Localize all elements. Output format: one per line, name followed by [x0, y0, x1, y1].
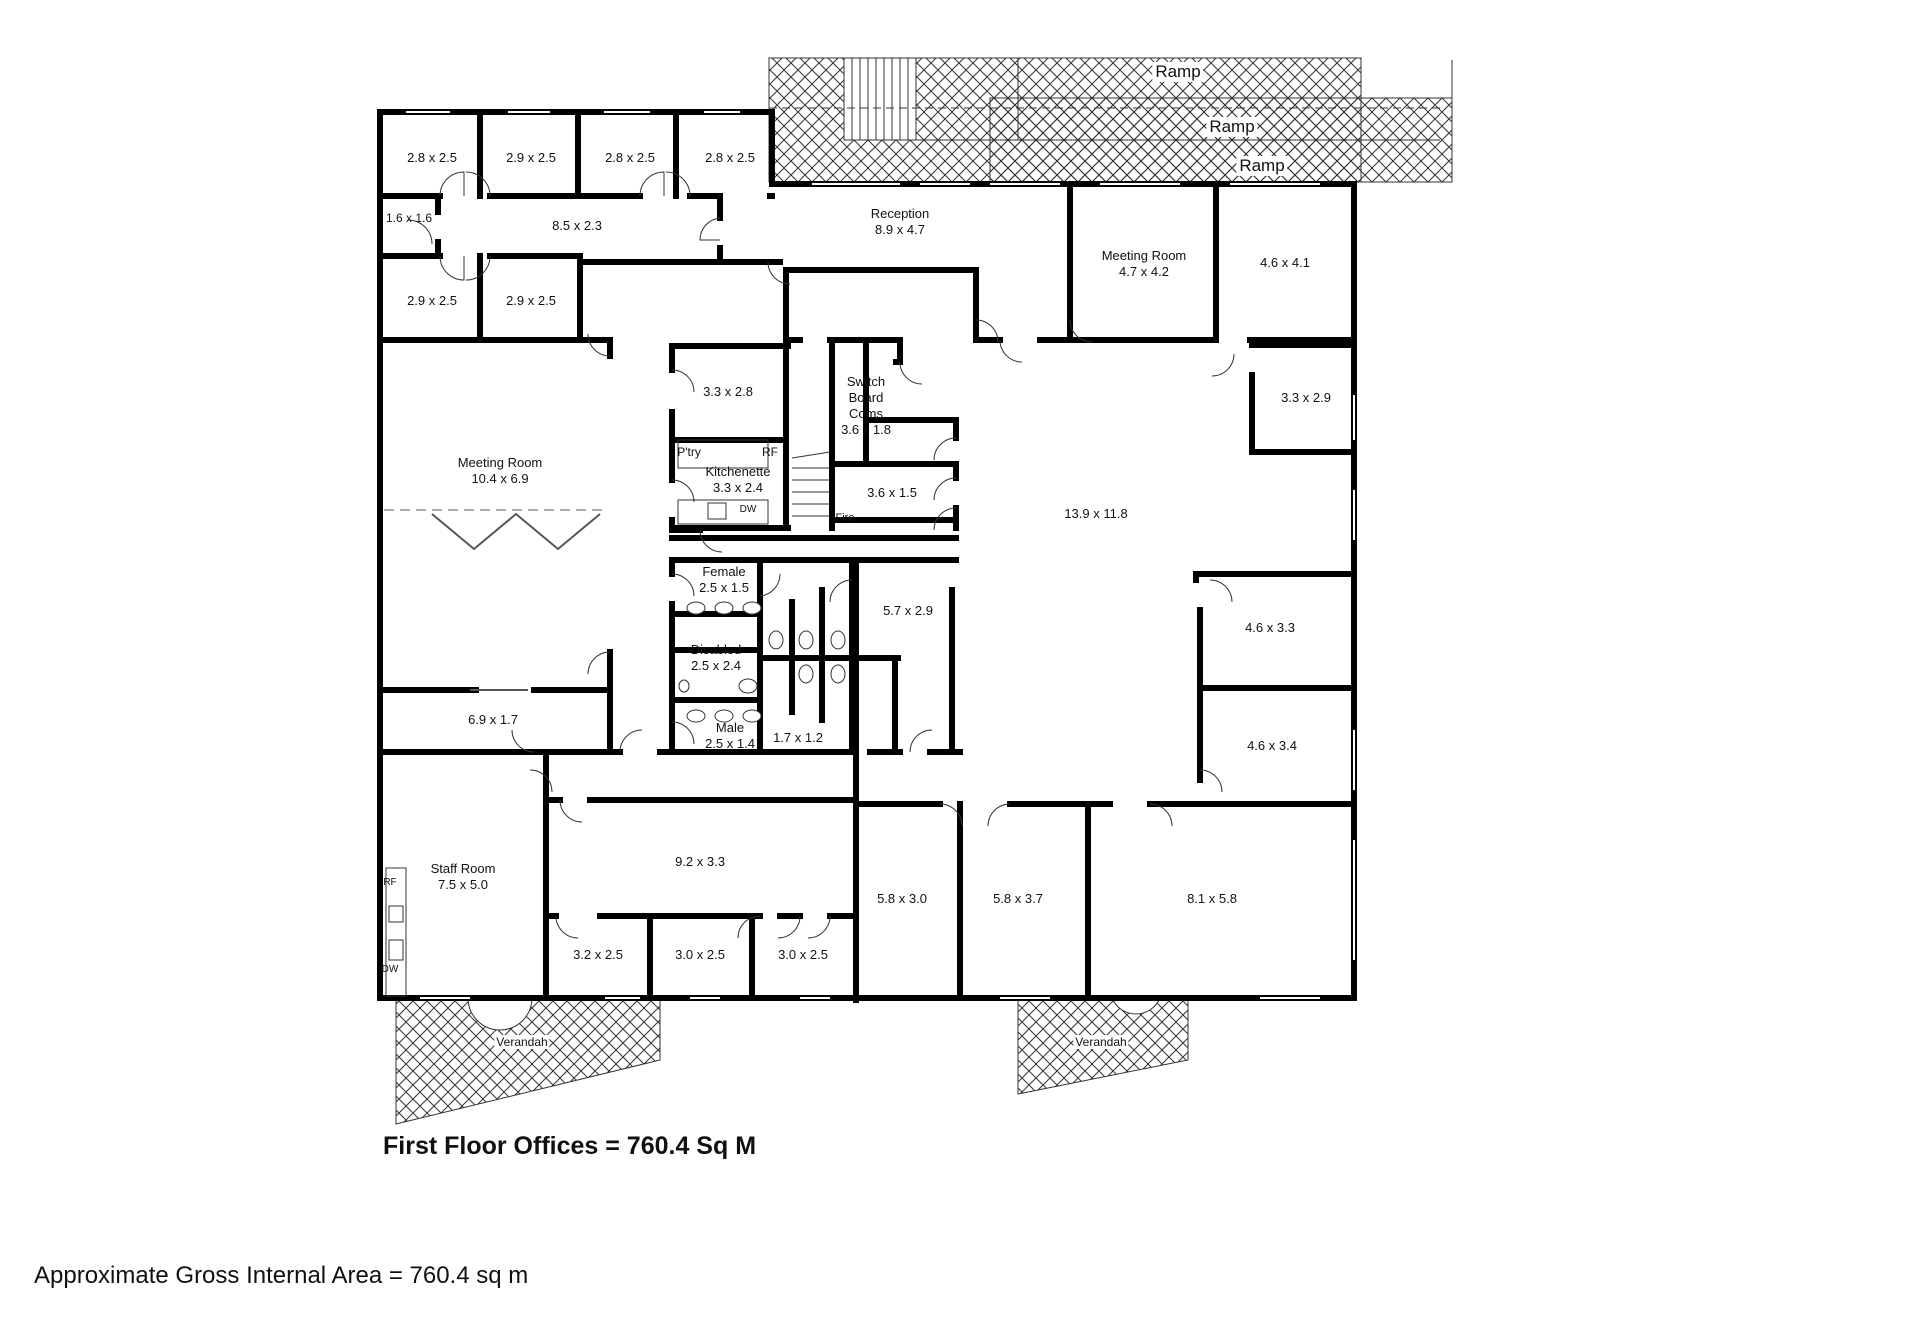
room-label: 2.8 x 2.5 — [705, 150, 755, 165]
benches — [385, 439, 769, 997]
gross-area-caption: Approximate Gross Internal Area = 760.4 … — [34, 1262, 529, 1289]
room-label: 6.9 x 1.7 — [468, 712, 518, 727]
fridge-label: RF — [762, 445, 778, 459]
room-label: 5.8 x 3.0 — [877, 891, 927, 906]
room-label: 2.9 x 2.5 — [506, 293, 556, 308]
room-label: 1.7 x 1.2 — [773, 730, 823, 745]
room-label: 3.3 x 2.9 — [1281, 390, 1331, 405]
windows — [406, 111, 1355, 999]
ramp-label: Ramp — [1152, 62, 1204, 82]
room-label: 4.6 x 4.1 — [1260, 255, 1310, 270]
walls — [377, 109, 1357, 1003]
floor-title: First Floor Offices = 760.4 Sq M — [383, 1132, 757, 1160]
verandah-label: Verandah — [494, 1035, 550, 1049]
room-label: 5.7 x 2.9 — [883, 603, 933, 618]
dishwasher-label: DW — [739, 504, 757, 515]
room-label: 8.5 x 2.3 — [552, 218, 602, 233]
room-label: 5.8 x 3.7 — [993, 891, 1043, 906]
room-label: 3.0 x 2.5 — [675, 947, 725, 962]
ramp-area — [768, 57, 1453, 183]
pantry-label: P'try — [677, 445, 701, 459]
folding-partition — [384, 509, 606, 691]
verandah-label: Verandah — [1073, 1035, 1129, 1049]
room-label: 9.2 x 3.3 — [675, 854, 725, 869]
room-label: 8.1 x 5.8 — [1187, 891, 1237, 906]
room-label: 1.6 x 1.6 — [385, 211, 433, 225]
room-label: 3.0 x 2.5 — [778, 947, 828, 962]
room-label: 2.8 x 2.5 — [407, 150, 457, 165]
room-label: 4.6 x 3.4 — [1247, 738, 1297, 753]
stairs — [791, 451, 831, 517]
room-label: 4.6 x 3.3 — [1245, 620, 1295, 635]
ramp-label: Ramp — [1236, 156, 1288, 176]
staff-dishwasher-label: DW — [381, 964, 399, 975]
verandah-left — [395, 997, 661, 1125]
room-label: 2.9 x 2.5 — [407, 293, 457, 308]
sanitary-fixtures — [678, 601, 846, 723]
room-label: 3.2 x 2.5 — [573, 947, 623, 962]
room-label: 13.9 x 11.8 — [1064, 506, 1128, 521]
room-label: 3.6 x 1.5 — [867, 485, 917, 500]
door-swings — [407, 171, 1235, 939]
staff-fridge-label: RF — [383, 877, 397, 888]
room-label: 3.3 x 2.8 — [703, 384, 753, 399]
room-label: 2.9 x 2.5 — [506, 150, 556, 165]
fire-label: Fire — [835, 512, 855, 524]
room-label: 2.8 x 2.5 — [605, 150, 655, 165]
ramp-label: Ramp — [1206, 117, 1258, 137]
